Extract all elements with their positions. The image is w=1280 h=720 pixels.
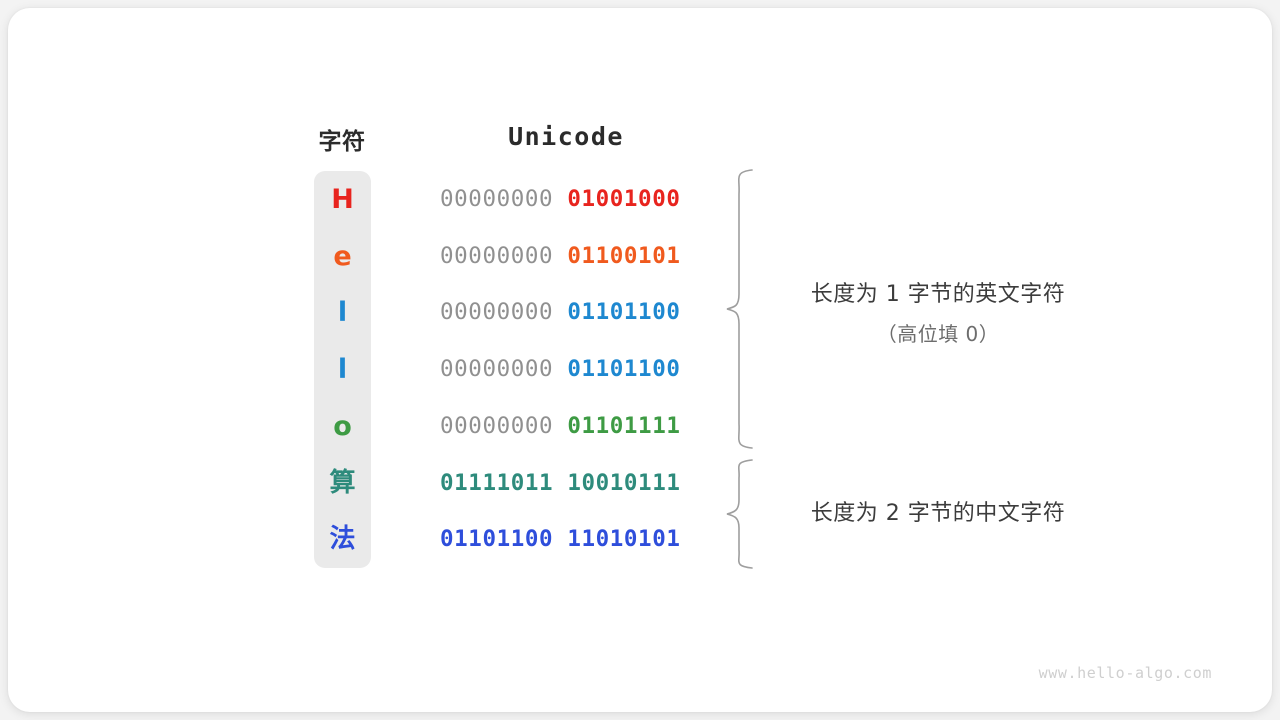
character-cell: H (331, 184, 354, 215)
binary-low-byte: 11010101 (567, 526, 681, 553)
binary-high-byte: 00000000 (440, 299, 554, 326)
character-cell: o (333, 410, 352, 442)
column-header-character: 字符 (318, 129, 366, 155)
annotation-cjk-line1: 长度为 2 字节的中文字符 (810, 501, 1066, 526)
binary-low-byte: 01001000 (567, 186, 681, 212)
binary-high-byte: 00000000 (440, 186, 554, 212)
binary-row: 00000000 01101111 (440, 398, 692, 455)
binary-low-byte: 01101100 (567, 356, 681, 383)
brace-cjk-group (726, 459, 753, 569)
character-cell: 法 (329, 524, 356, 555)
binary-high-byte: 00000000 (440, 242, 554, 269)
character-cell: l (337, 354, 348, 386)
binary-row: 00000000 01101100 (440, 284, 692, 341)
binary-row: 00000000 01100101 (440, 228, 692, 285)
binary-low-byte: 01101100 (567, 299, 681, 326)
binary-high-byte: 01101100 (440, 526, 554, 553)
binary-high-byte: 00000000 (440, 356, 554, 383)
binary-row: 01101100 11010101 (440, 511, 692, 568)
binary-low-byte: 01101111 (567, 412, 681, 439)
annotation-ascii: 长度为 1 字节的英文字符 （高位填 0） (768, 276, 1108, 347)
binary-row: 01111011 10010111 (440, 455, 692, 512)
character-column (314, 171, 371, 568)
watermark: www.hello-algo.com (1038, 664, 1212, 682)
annotation-ascii-line2: （高位填 0） (876, 322, 1000, 346)
character-cell: 算 (329, 467, 356, 498)
binary-low-byte: 10010111 (567, 469, 681, 496)
character-cell: l (337, 297, 348, 329)
column-header-unicode: Unicode (508, 122, 624, 151)
binary-high-byte: 00000000 (440, 412, 554, 439)
brace-ascii-group (726, 169, 753, 449)
character-cell: e (333, 240, 352, 272)
binary-low-byte: 01100101 (567, 242, 681, 269)
binary-high-byte: 01111011 (440, 469, 554, 496)
annotation-ascii-line1: 长度为 1 字节的英文字符 (810, 282, 1066, 307)
annotation-cjk: 长度为 2 字节的中文字符 (768, 495, 1108, 527)
binary-row: 00000000 01101100 (440, 341, 692, 398)
binary-row: 00000000 01001000 (440, 171, 692, 228)
